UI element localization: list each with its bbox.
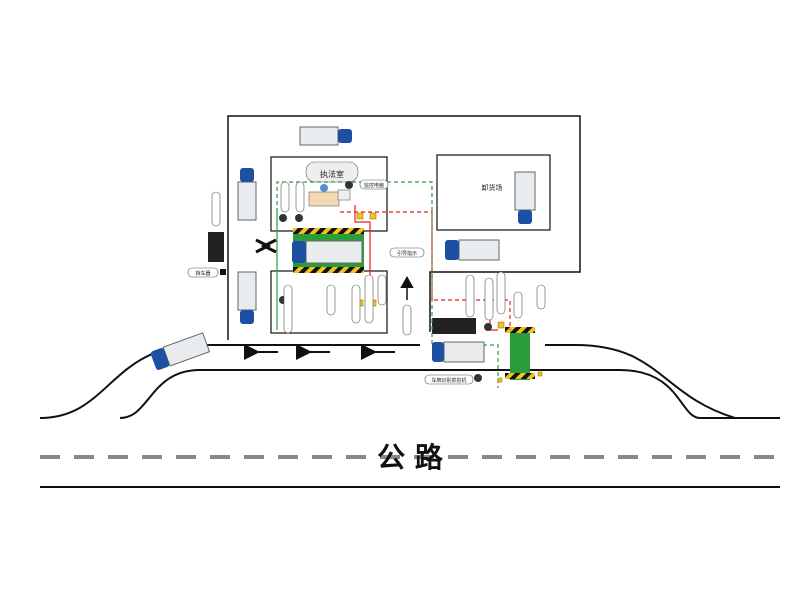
operator-desk-icon [308, 184, 351, 207]
truck-8 [150, 332, 211, 370]
gate-icon [255, 238, 277, 254]
weighing-display [208, 232, 224, 262]
guide-sign-pill [389, 247, 425, 258]
exit-hazard-top [505, 327, 535, 333]
unloading-yard-label: 卸货场 [482, 183, 503, 192]
monitor-pc-label: 监控电脑 [364, 182, 384, 189]
block-vehicle-label: 挡车器 [195, 270, 210, 277]
exit-hazard-bottom [505, 373, 535, 379]
green-wire [276, 181, 499, 388]
station-boundary [227, 115, 581, 340]
exit-lane [510, 330, 530, 380]
camera-c-label: 车牌识别抓拍机 [431, 377, 466, 384]
wiring [276, 181, 511, 388]
camera-c-pill [424, 374, 474, 385]
red-wire [340, 211, 511, 330]
truck-6 [514, 171, 536, 224]
truck-7 [432, 341, 485, 363]
truck-1 [299, 126, 352, 146]
exit-display [432, 318, 476, 334]
enforcement-room-label: 执法室 [320, 169, 344, 179]
monitor-pc-pill [359, 179, 389, 190]
truck-4 [292, 240, 363, 264]
guide-sign-label: 引导指示 [397, 250, 417, 257]
truck-2 [237, 168, 257, 221]
weighing-hazard-top [293, 228, 364, 234]
block-vehicle-pill [187, 267, 219, 278]
road-label: 公 路 [377, 441, 444, 474]
truck-5 [445, 239, 500, 261]
weighing-hazard-bottom [293, 267, 364, 273]
direction-arrows [244, 275, 414, 360]
block-vehicle-marker [220, 269, 226, 275]
truck-3 [237, 271, 257, 324]
road-outline [39, 344, 780, 419]
label-pills [211, 181, 546, 336]
